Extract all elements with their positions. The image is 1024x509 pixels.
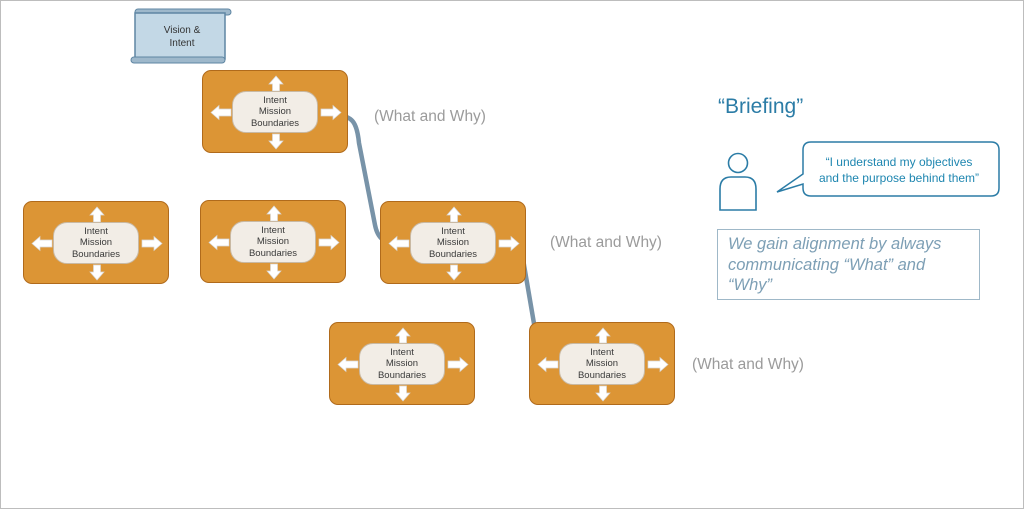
node-line-boundaries: Boundaries [250,117,300,129]
vision-line-2: Intent [169,38,195,49]
four-way-arrows-icon [537,327,669,402]
node-line-mission: Mission [258,106,292,118]
node-line-intent: Intent [390,346,414,358]
node-label-pill: Intent Mission Boundaries [559,343,645,385]
node-line-boundaries: Boundaries [248,247,298,259]
vision-intent-label: Vision & Intent [143,19,221,55]
mission-node-middle-right: Intent Mission Boundaries [380,201,526,284]
node-line-intent: Intent [263,94,287,106]
node-line-boundaries: Boundaries [428,248,478,260]
what-why-label-3: (What and Why) [692,356,804,373]
node-label-pill: Intent Mission Boundaries [410,222,496,264]
node-line-mission: Mission [79,237,113,249]
node-label-pill: Intent Mission Boundaries [53,222,139,264]
node-label-pill: Intent Mission Boundaries [230,221,316,263]
node-line-mission: Mission [436,237,470,249]
node-label-pill: Intent Mission Boundaries [359,343,445,385]
node-line-mission: Mission [585,358,619,370]
node-line-boundaries: Boundaries [577,369,627,381]
node-line-intent: Intent [590,346,614,358]
mission-node-top-center: Intent Mission Boundaries [202,70,348,153]
node-line-mission: Mission [256,236,290,248]
alignment-callout: We gain alignment by always communicatin… [717,229,980,300]
briefing-title: “Briefing” [718,95,804,118]
node-line-mission: Mission [385,358,419,370]
mission-node-middle-left: Intent Mission Boundaries [23,201,169,284]
scroll-shape [130,8,232,64]
mission-node-bottom-right: Intent Mission Boundaries [529,322,675,405]
node-label-pill: Intent Mission Boundaries [232,91,318,133]
speech-bubble-text: “I understand my objectives and the purp… [809,154,989,186]
node-line-intent: Intent [84,225,108,237]
node-line-boundaries: Boundaries [71,248,121,260]
node-line-intent: Intent [261,224,285,236]
four-way-arrows-icon [31,206,163,281]
what-why-label-2: (What and Why) [550,234,662,251]
person-icon [719,152,757,211]
four-way-arrows-icon [208,205,340,280]
speech-bubble [776,141,1000,197]
four-way-arrows-icon [337,327,469,402]
bubble-line-1: “I understand my objectives [825,155,973,169]
mission-node-middle-center: Intent Mission Boundaries [200,200,346,283]
mission-node-bottom-left: Intent Mission Boundaries [329,322,475,405]
node-line-intent: Intent [441,225,465,237]
node-line-boundaries: Boundaries [377,369,427,381]
vision-intent-scroll: Vision & Intent [129,7,233,65]
four-way-arrows-icon [388,206,520,281]
bubble-line-2: and the purpose behind them” [818,171,980,185]
vision-line-1: Vision & [163,25,201,36]
what-why-label-1: (What and Why) [374,108,486,125]
